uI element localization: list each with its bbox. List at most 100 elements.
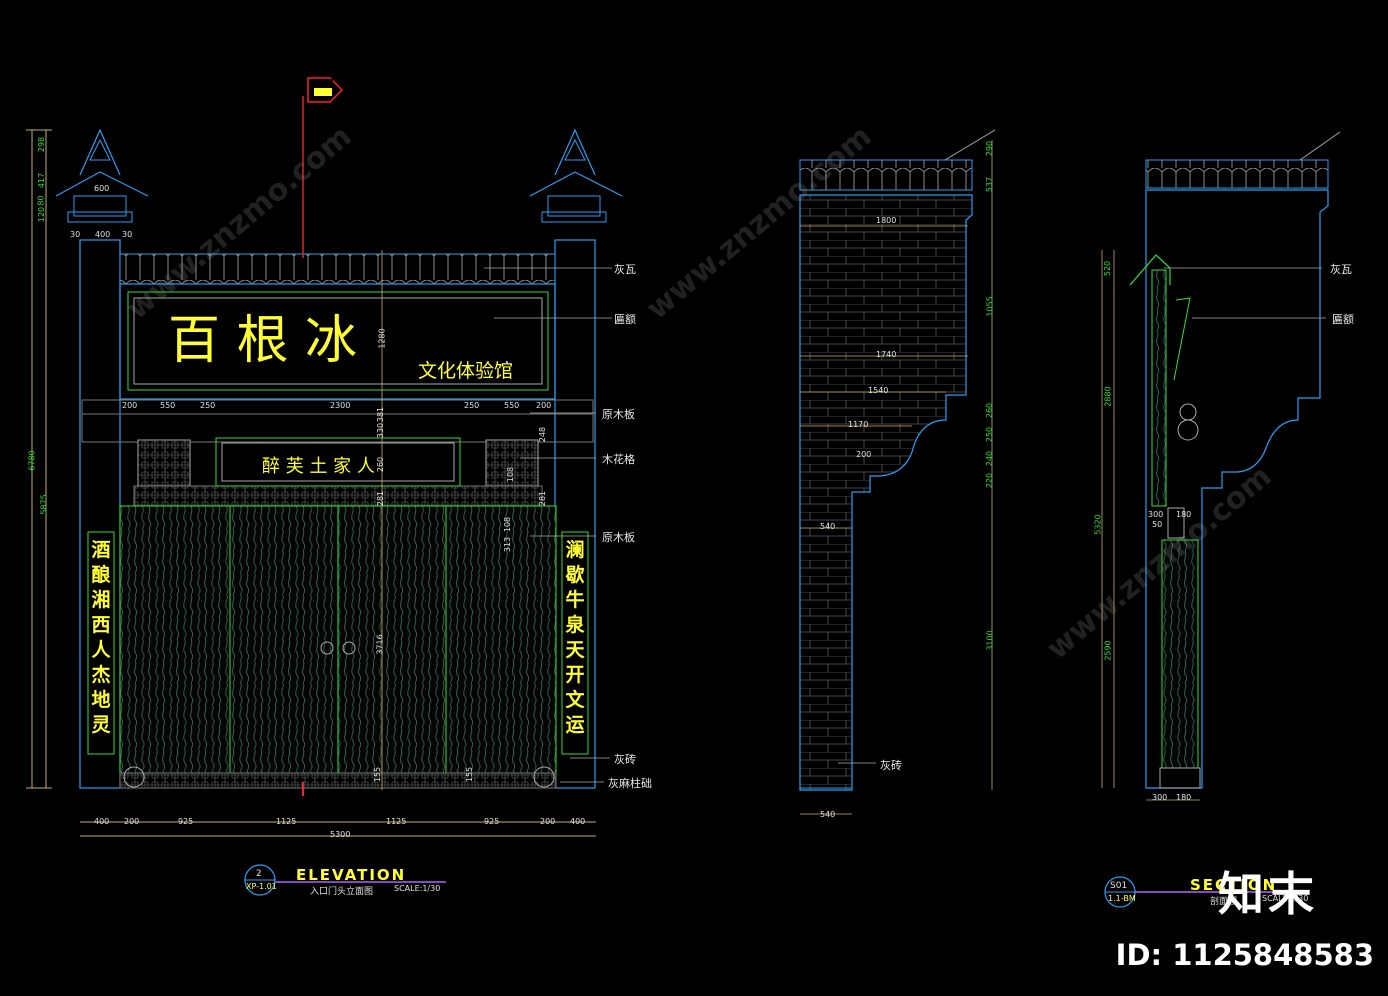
lattice-left [137,439,191,489]
section-tag-ref: 1.1-BM [1108,894,1136,903]
section-scale: SCALE:1/30 [1262,894,1309,903]
dim-inner-17: 313 [503,536,513,553]
dim-inner-8: 1280 [377,328,387,349]
dim-inner-4: 2300 [330,401,351,410]
dim-bottom-2: 200 [124,817,140,826]
dim-inner-20: 155 [465,766,475,783]
dim-total: 5300 [330,830,351,839]
annotation-column-base: 灰麻柱础 [608,777,652,790]
section-dim-left-3: 5320 [1093,514,1103,535]
dim-inner-13: 248 [538,426,548,443]
dim-inner-7: 200 [536,401,552,410]
side-wall-dim-right-8: 3100 [985,630,995,651]
side-wall-dim-5: 200 [856,450,872,459]
couplet-right: 澜歇牛泉天开文运 [565,539,585,736]
plaque-text: 醉 芙 土 家 人 [262,456,375,477]
elevation-title-block [244,864,446,896]
dim-bottom-6: 925 [484,817,500,826]
side-wall-dim-right-5: 250 [985,426,995,443]
section-dim-bottom-2: 180 [1176,793,1192,802]
door-leaf-right [337,505,447,774]
dim-bottom-8: 400 [570,817,586,826]
sign-sub-text: 文化体验馆 [418,360,514,382]
section-wall-profile [1145,189,1329,789]
section-dim-mid-2: 180 [1176,510,1192,519]
door-knocker-right [342,641,356,655]
annotation-tile: 灰瓦 [614,263,636,276]
side-wall-drawing [799,129,996,815]
section-annotation-tile: 灰瓦 [1330,263,1352,276]
section-annotation-plaque: 匾额 [1332,313,1354,326]
dim-top-3: 30 [70,230,81,239]
dim-left-2: 417 [37,172,47,189]
section-dim-mid-1: 300 [1148,510,1164,519]
dim-left-4: 120 [37,206,47,223]
couplet-left: 酒酿湘西人杰地灵 [91,539,111,736]
section-title: SECTION [1190,876,1278,894]
dim-inner-19: 155 [373,766,383,783]
door-panel-right-outer [445,505,557,774]
side-wall-body [799,194,973,791]
dim-inner-2: 550 [160,401,176,410]
side-wall-roof [799,159,973,191]
dim-bottom-5: 1125 [386,817,407,826]
dim-inner-12: 381 [376,406,386,423]
elevation-scale: SCALE:1/30 [394,884,441,893]
roof-tiles [119,253,556,285]
section-tag-number: S01 [1110,881,1128,891]
side-wall-dim-4: 1170 [848,420,869,429]
dim-inner-11: 281 [376,490,386,507]
dim-inner-16: 108 [503,516,513,533]
signboard-frame [119,283,556,400]
annotation-wood-board-2: 原木板 [602,531,635,544]
section-subtitle: 剖面图 [1210,897,1238,907]
door-panel-left-outer [119,505,231,774]
dim-left-5: 6780 [27,450,37,471]
dim-left-6: 5875 [39,494,49,515]
dim-inner-5: 250 [464,401,480,410]
section-dim-mid-3: 50 [1152,520,1163,529]
dim-bottom-1: 400 [94,817,110,826]
side-wall-dim-2: 1740 [876,350,897,359]
dim-inner-6: 550 [504,401,520,410]
side-wall-dim-6: 540 [820,522,836,531]
elevation-subtitle: 入口门头立面图 [310,887,374,897]
dim-inner-1: 200 [122,401,138,410]
section-dim-left-4: 2590 [1103,640,1113,661]
dim-inner-15: 3716 [375,634,385,655]
watermark-id: ID: 1125848583 [1115,938,1374,972]
side-wall-dim-right-6: 240 [985,450,995,467]
dim-bottom-3: 925 [178,817,194,826]
door-leaf-left [229,505,339,774]
dim-inner-10: 260 [376,456,386,473]
section-title-block [1104,876,1300,908]
section-marker-label: S01 [314,78,336,89]
side-wall-dim-right-4: 260 [985,402,995,419]
side-wall-dim-right-1: 290 [985,140,995,157]
dim-top-1: 600 [94,184,110,193]
dim-left-3: 80 [36,195,46,206]
section-dim-bottom-1: 300 [1152,793,1168,802]
dim-top-2: 400 [95,230,111,239]
dim-inner-3: 250 [200,401,216,410]
annotation-plaque: 匾额 [614,313,636,326]
annotation-wood-lattice: 木花格 [602,453,635,466]
dim-inner-14: 281 [538,490,548,507]
annotation-brick: 灰砖 [614,753,636,766]
side-wall-dim-1: 1800 [876,216,897,225]
side-wall-dim-7: 540 [820,810,836,819]
dim-top-4: 30 [122,230,133,239]
side-wall-dim-right-3: 1055 [985,296,995,317]
side-wall-dim-right-7: 220 [985,472,995,489]
elevation-title: ELEVATION [296,866,407,884]
elevation-tag-number: 2 [256,869,262,879]
side-wall-dim-right-2: 537 [985,176,995,193]
dim-left-1: 298 [37,136,47,153]
side-wall-dim-3: 1540 [868,386,889,395]
dim-bottom-7: 200 [540,817,556,826]
elevation-tag-ref: XP-1.01 [246,882,277,891]
section-dim-left-1: 520 [1103,260,1113,277]
annotation-wood-board-1: 原木板 [602,408,635,421]
section-dim-left-2: 2880 [1103,386,1113,407]
